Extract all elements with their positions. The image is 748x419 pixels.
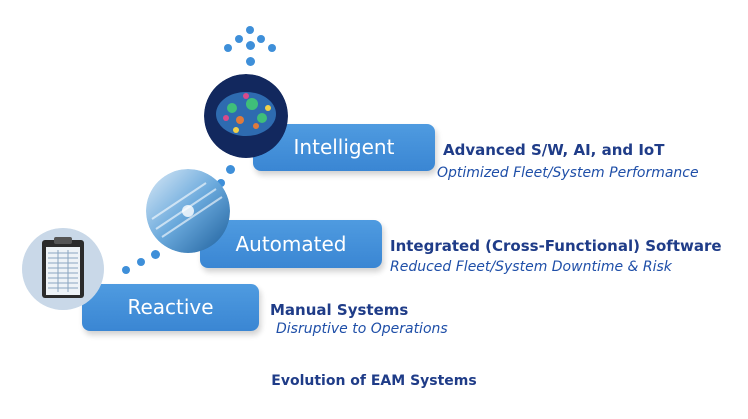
- level-label: Automated: [235, 232, 347, 256]
- level-title: Manual Systems: [270, 301, 409, 319]
- level-subtitle: Optimized Fleet/System Performance: [437, 165, 699, 181]
- level-label: Intelligent: [293, 135, 395, 159]
- dot: [246, 57, 255, 66]
- diagram-caption: Evolution of EAM Systems: [271, 373, 477, 389]
- dot: [224, 44, 232, 52]
- level-bar-automated: Automated: [200, 220, 382, 268]
- server-icon: [146, 169, 230, 253]
- dot: [246, 26, 254, 34]
- dot: [268, 44, 276, 52]
- dot: [122, 266, 130, 274]
- level-subtitle: Disruptive to Operations: [276, 321, 448, 337]
- dot: [257, 35, 265, 43]
- level-subtitle: Reduced Fleet/System Downtime & Risk: [390, 259, 672, 275]
- dot: [137, 258, 145, 266]
- dot: [246, 41, 255, 50]
- dot: [151, 250, 160, 259]
- dot: [235, 35, 243, 43]
- dot: [217, 179, 225, 187]
- dot: [226, 165, 235, 174]
- level-label: Reactive: [127, 295, 214, 319]
- level-bar-reactive: Reactive: [82, 284, 259, 331]
- clipboard-icon: [22, 228, 104, 310]
- brain-icon: [204, 74, 288, 158]
- level-title: Integrated (Cross-Functional) Software: [390, 237, 722, 255]
- level-title: Advanced S/W, AI, and IoT: [443, 141, 665, 159]
